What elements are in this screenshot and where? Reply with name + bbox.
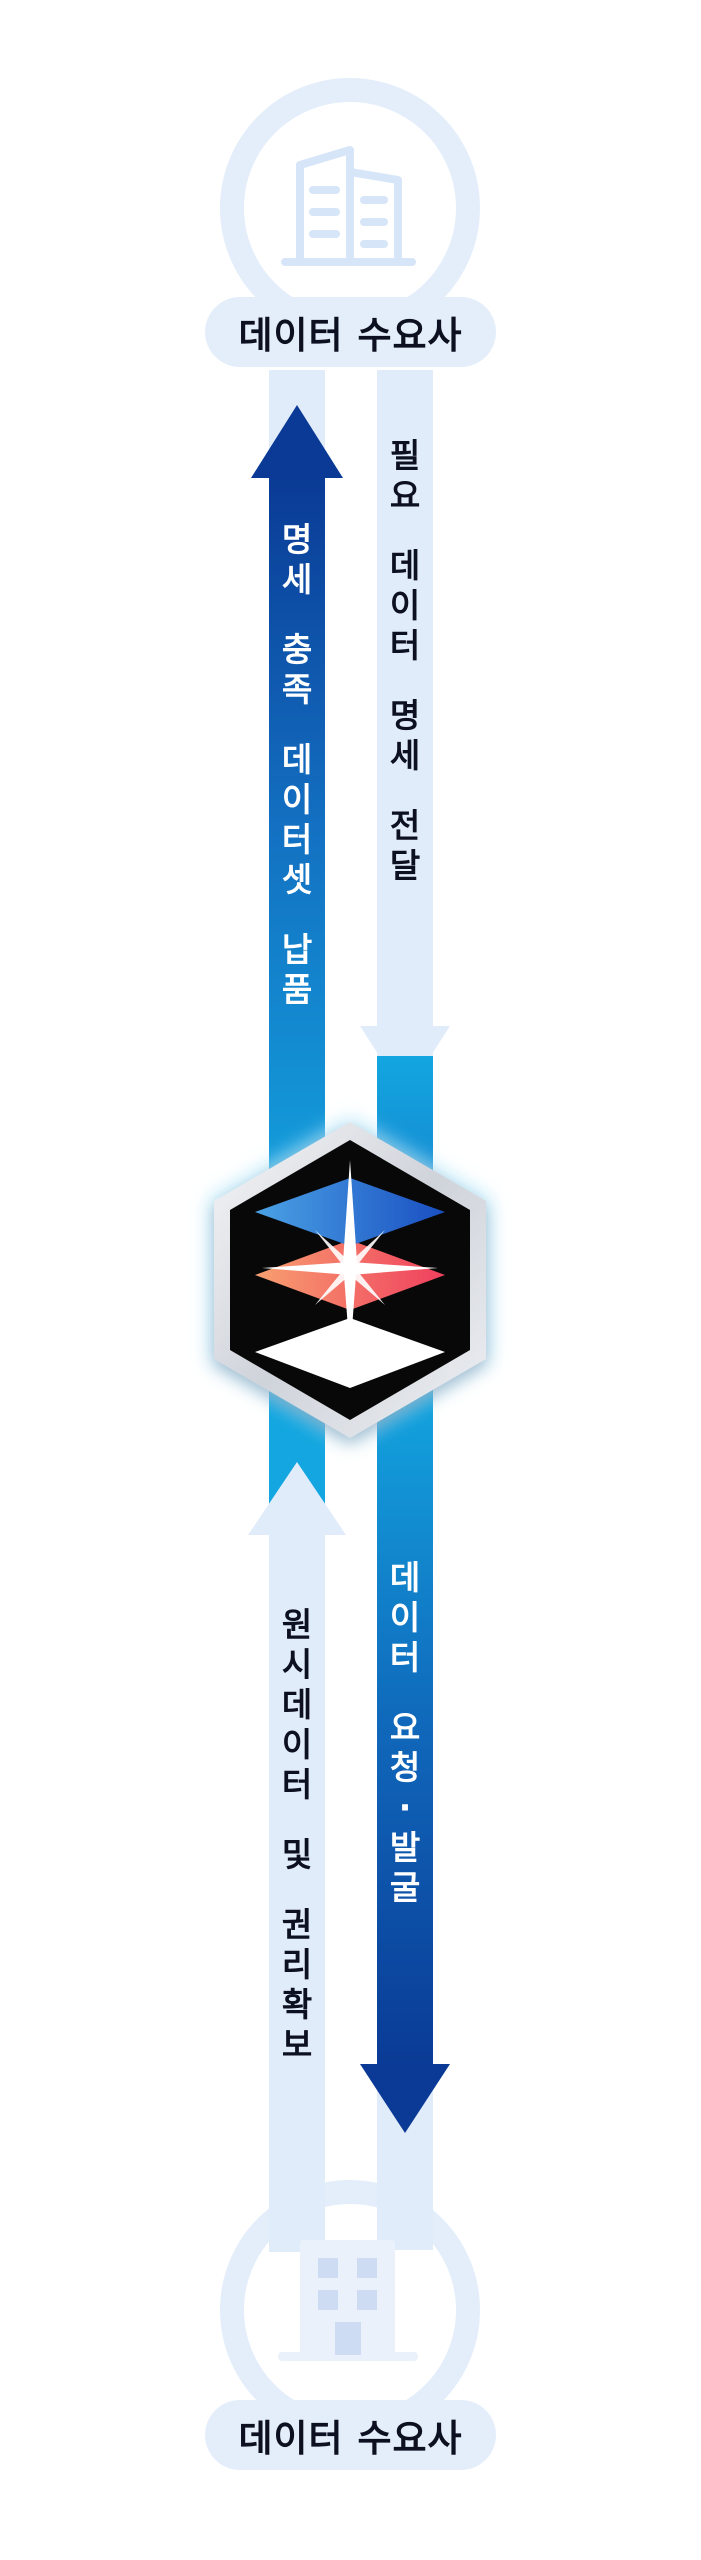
arrow-raw-data-rights	[248, 1462, 346, 2252]
arrow-word: 및	[281, 1835, 313, 1874]
center-hub	[210, 1118, 490, 1442]
top-node-label: 데이터 수요사	[205, 297, 496, 367]
layered-star-hexagon-icon	[255, 1160, 445, 1388]
office-building-icon	[281, 146, 416, 266]
arrow-required-spec-transfer	[360, 370, 450, 1096]
building-door-icon	[278, 2240, 418, 2361]
bottom-node-label: 데이터 수요사	[205, 2400, 496, 2470]
arrow-spec-dataset-delivery	[251, 405, 343, 1255]
arrow-data-request-mining	[360, 1380, 450, 2133]
